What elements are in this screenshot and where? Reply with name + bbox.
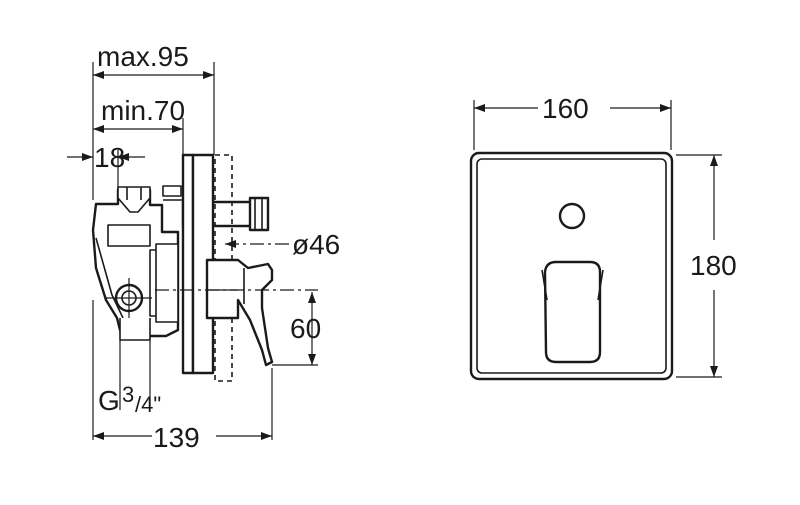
dim-height: 60 [272, 292, 321, 366]
lever-handle [205, 258, 274, 367]
dim-total-depth: 139 [92, 300, 273, 453]
dim-thread-main: G [98, 385, 120, 416]
dim-thread-sup: 3 [122, 382, 134, 407]
dim-offset: 18 [67, 142, 145, 200]
lever-front [541, 260, 604, 364]
dim-width: 160 [473, 93, 672, 150]
dim-front-height: 180 [676, 154, 737, 378]
side-view: max.95 min.70 18 [67, 41, 340, 453]
dim-min-depth-label: min.70 [101, 95, 185, 126]
dim-diameter: ø46 [225, 229, 340, 260]
dim-max-depth: max.95 [92, 41, 215, 200]
dim-thread-sub: /4" [135, 392, 161, 417]
valve-body [91, 185, 183, 341]
dim-min-depth: min.70 [93, 95, 185, 155]
dim-front-height-label: 180 [690, 250, 737, 281]
dim-total-depth-label: 139 [153, 422, 200, 453]
front-view: 160 180 [469, 93, 737, 381]
dim-thread: G 3 /4" [98, 340, 161, 417]
dim-offset-label: 18 [94, 142, 125, 173]
diverter-button [558, 202, 586, 230]
dim-width-label: 160 [542, 93, 589, 124]
dim-diameter-label: ø46 [292, 229, 340, 260]
dim-max-depth-label: max.95 [97, 41, 189, 72]
dim-height-label: 60 [290, 313, 321, 344]
